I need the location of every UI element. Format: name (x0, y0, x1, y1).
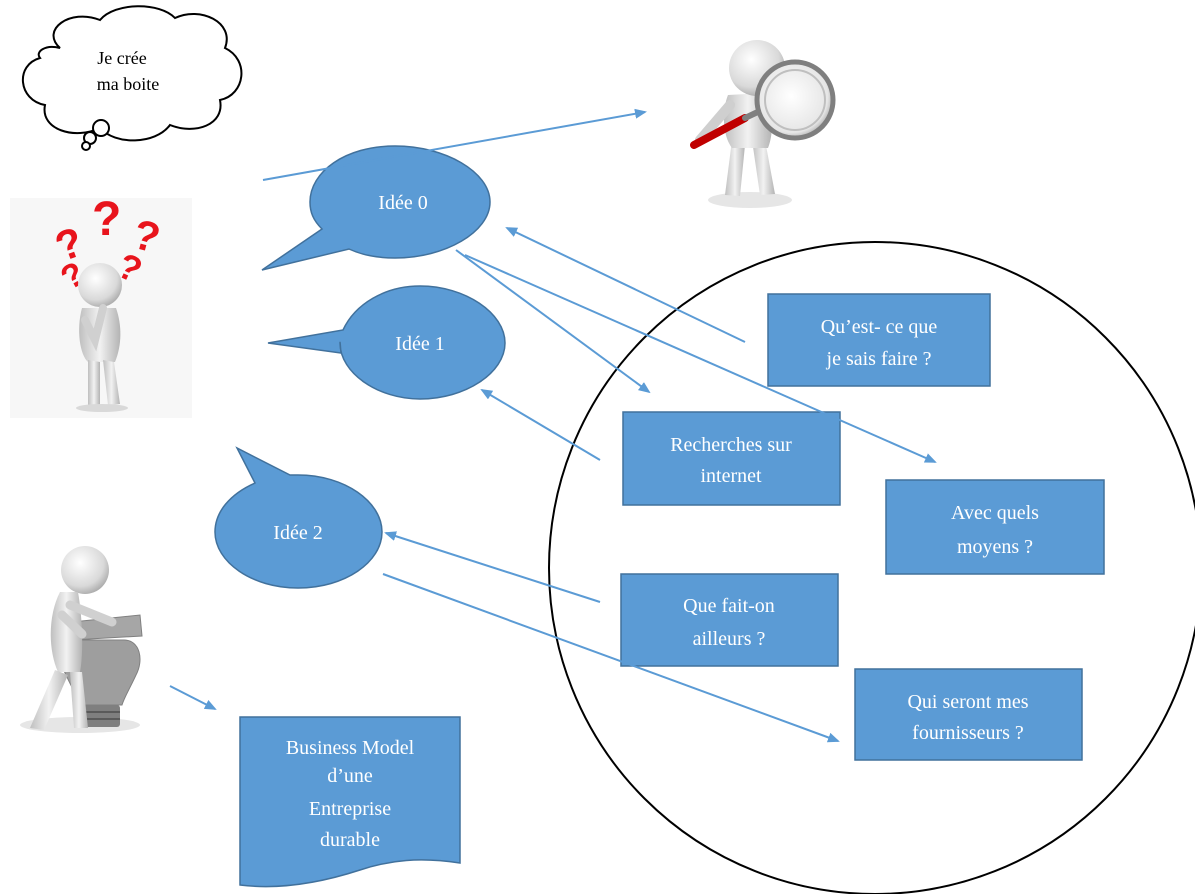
arrow-to-business-model (169, 685, 217, 710)
box-fournisseurs-line1: Qui seront mes (907, 691, 1028, 713)
svg-text:?: ? (92, 193, 121, 246)
box-recherches-line2: internet (700, 465, 762, 487)
box-moyens-line2: moyens ? (957, 536, 1033, 558)
business-model-line4: durable (320, 829, 380, 851)
box-moyens-line1: Avec quels (951, 502, 1039, 524)
connectors (169, 108, 937, 743)
puzzle-lightbulb-figure-icon (20, 546, 143, 733)
idea-bubble-0-label: Idée 0 (378, 192, 427, 214)
idea-bubble-1: Idée 1 (267, 285, 506, 400)
box-sais-faire-line1: Qu’est- ce que (821, 316, 938, 338)
box-recherches-line1: Recherches sur (670, 434, 792, 456)
box-ailleurs: Que fait-on ailleurs ? (620, 573, 839, 667)
thought-cloud-line1: Je crée (97, 48, 146, 68)
arrow-sais-faire-to-idee0 (505, 227, 746, 343)
research-circle (548, 241, 1195, 894)
box-fournisseurs-line2: fournisseurs ? (912, 722, 1024, 744)
arrow-ailleurs-to-idee2 (384, 531, 601, 603)
idea-bubble-1-label: Idée 1 (395, 333, 444, 355)
business-model-document: Business Model d’une Entreprise durable (239, 716, 461, 888)
arrow-idee0-to-recherches (455, 249, 651, 394)
magnifying-glass-figure-icon (690, 40, 836, 208)
idea-bubble-2-label: Idée 2 (273, 522, 322, 544)
box-recherches: Recherches sur internet (622, 411, 841, 506)
box-ailleurs-line1: Que fait-on (683, 595, 775, 617)
box-sais-faire: Qu’est- ce que je sais faire ? (767, 293, 991, 387)
box-sais-faire-line2: je sais faire ? (826, 348, 932, 370)
arrow-idee0-to-moyens (464, 254, 937, 463)
thought-cloud: Je crée ma boite (22, 5, 243, 151)
arrow-to-magnifier (262, 108, 647, 181)
business-model-line3: Entreprise (309, 798, 391, 820)
arrow-recherches-to-idee1 (480, 388, 601, 461)
box-moyens: Avec quels moyens ? (885, 479, 1105, 575)
thinking-person-icon: ? ? ? ? ? (10, 193, 192, 418)
arrow-idee2-to-fournisseurs (382, 573, 840, 743)
business-model-line2: d’une (327, 765, 373, 787)
idea-bubble-0: Idée 0 (261, 145, 491, 271)
box-fournisseurs: Qui seront mes fournisseurs ? (854, 668, 1083, 761)
thought-cloud-line2: ma boite (97, 74, 159, 94)
box-ailleurs-line2: ailleurs ? (693, 628, 766, 650)
idea-bubble-2: Idée 2 (214, 446, 383, 589)
business-model-line1: Business Model (286, 737, 415, 759)
